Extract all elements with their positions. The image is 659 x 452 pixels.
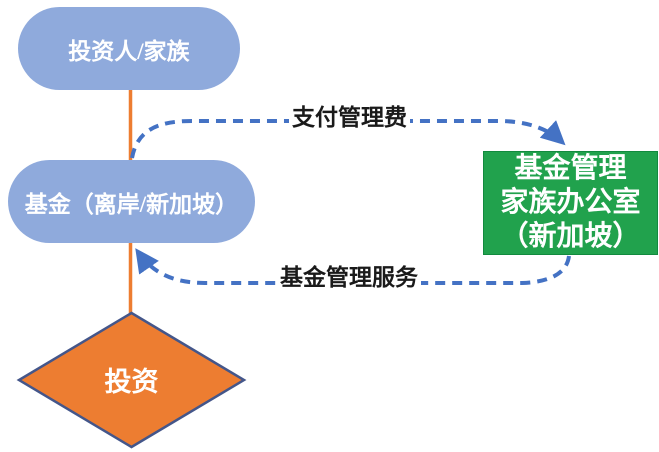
edge-fund-management-service — [135, 248, 571, 285]
node-fund-offshore: 基金（离岸/新加坡） — [8, 160, 255, 243]
investment-diamond-shape — [16, 311, 247, 449]
node-fund-offshore-label: 基金（离岸/新加坡） — [24, 191, 239, 217]
edge-label-pay-management-fee: 支付管理费 — [289, 105, 410, 130]
edge-pay-management-fee — [130, 119, 566, 159]
node-investment-label: 投资 — [51, 362, 212, 397]
edge-label-fund-management-service: 基金管理服务 — [277, 265, 421, 290]
node-manager-line-2: 家族办公室 — [500, 187, 641, 218]
node-manager-line-3: （新加坡） — [500, 221, 641, 252]
node-investment-label-text: 投资 — [104, 366, 159, 397]
node-fund-manager-family-office: 基金管理 家族办公室 （新加坡） — [483, 151, 658, 255]
node-investor-family-label: 投资人/家族 — [68, 38, 190, 64]
node-manager-line-1: 基金管理 — [514, 153, 627, 184]
node-investor-family: 投资人/家族 — [18, 7, 240, 90]
